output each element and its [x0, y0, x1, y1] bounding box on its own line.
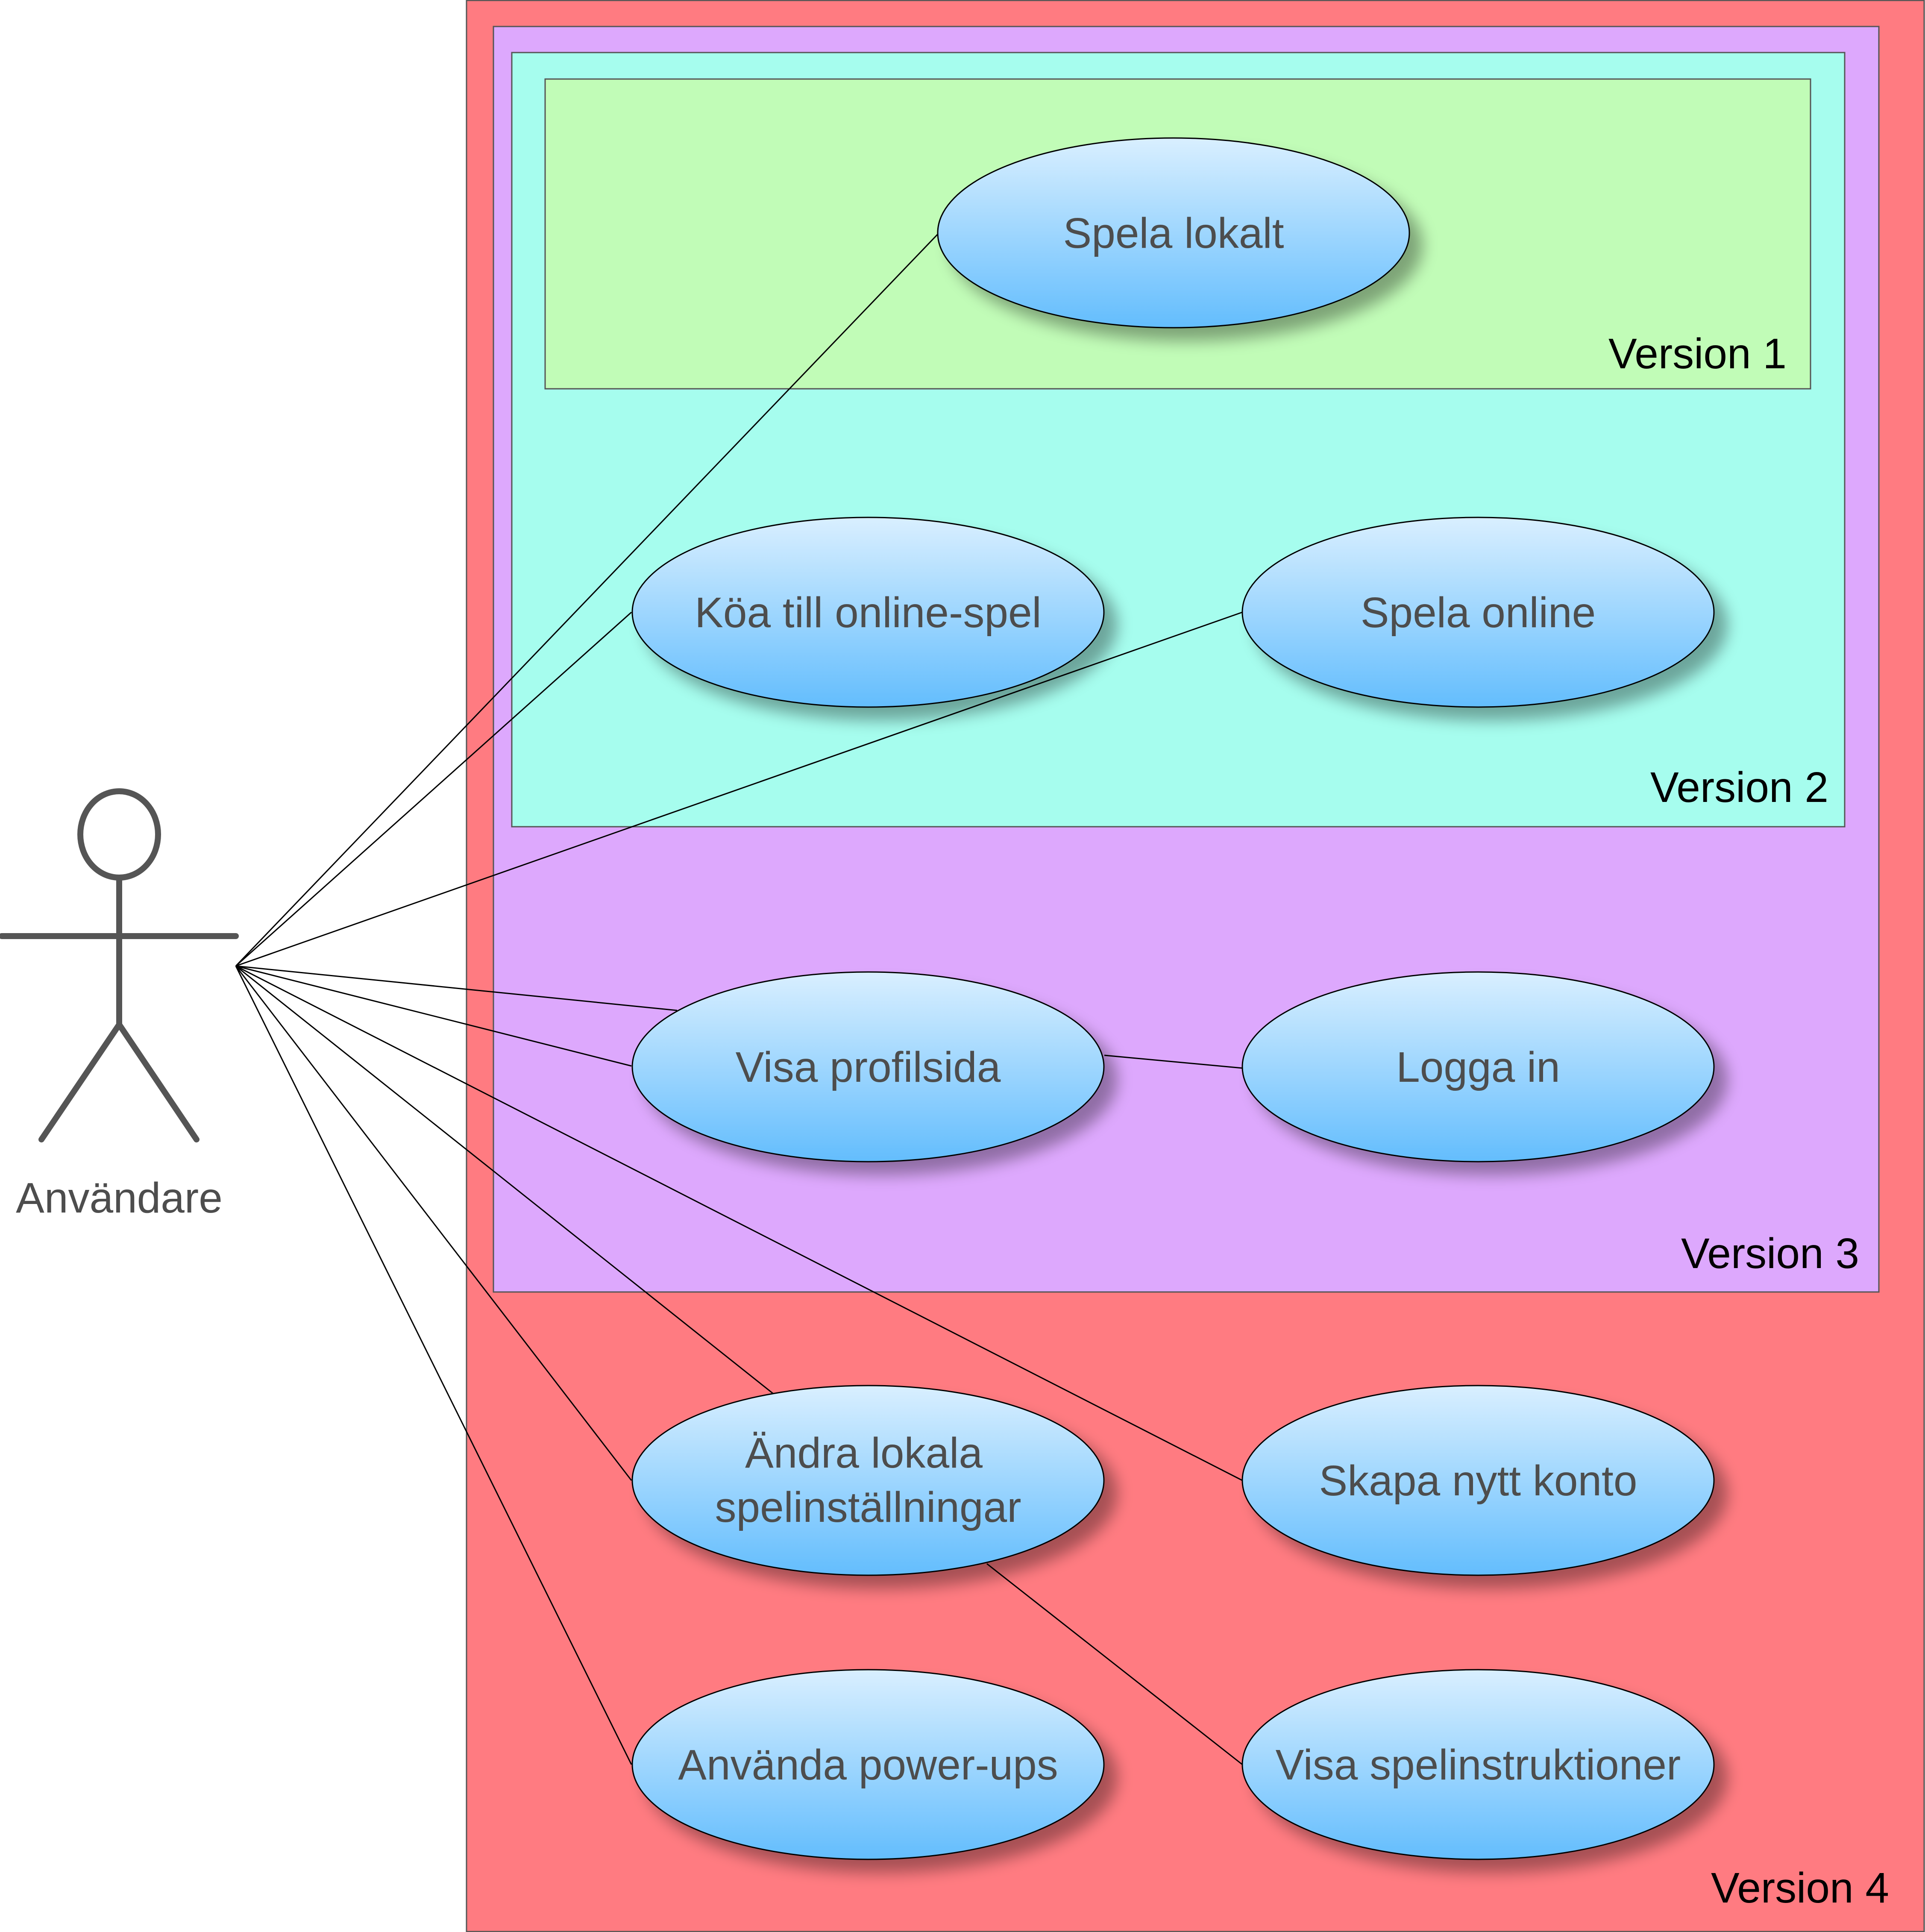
version-4-label: Version 4	[1711, 1864, 1889, 1912]
use-case-skapa-konto[interactable]: Skapa nytt konto	[1241, 1385, 1715, 1576]
use-case-ellipse	[937, 137, 1410, 329]
version-3-label: Version 3	[1681, 1230, 1859, 1277]
use-case-spela-lokalt[interactable]: Spela lokalt	[937, 137, 1410, 329]
version-1-label: Version 1	[1608, 330, 1787, 378]
use-case-ellipse	[1241, 517, 1715, 708]
assoc-installningar-instruktioner	[986, 1563, 1243, 1765]
assoc-andra-installningar	[235, 966, 632, 1481]
assoc-skapa-konto	[235, 965, 1243, 1481]
use-case-logga-in[interactable]: Logga in	[1241, 971, 1715, 1163]
actor-stick-figure-icon	[0, 788, 239, 1142]
use-case-visa-instruktioner[interactable]: Visa spelinstruktioner	[1241, 1669, 1715, 1860]
use-case-label: Skapa nytt konto	[1319, 1457, 1637, 1505]
use-case-koa-online[interactable]: Köa till online-spel	[631, 517, 1105, 708]
assoc-andra-installningar-top	[235, 965, 774, 1395]
use-case-anvanda-powerups[interactable]: Använda power-ups	[631, 1669, 1105, 1860]
use-case-label: Spela lokalt	[1063, 209, 1284, 257]
actor-right-leg	[116, 1022, 200, 1142]
use-case-ellipse	[631, 971, 1105, 1163]
use-case-label: Visa spelinstruktioner	[1276, 1741, 1681, 1789]
assoc-spela-online	[235, 611, 1243, 967]
use-case-andra-installningar[interactable]: Ändra lokala spelinställningar	[631, 1385, 1105, 1576]
use-case-visa-profilsida[interactable]: Visa profilsida	[631, 971, 1105, 1163]
version-2-label: Version 2	[1650, 763, 1828, 811]
assoc-visa-profilsida-top	[235, 965, 678, 1011]
assoc-anvanda-powerups	[235, 966, 632, 1765]
use-case-ellipse	[1241, 1385, 1715, 1576]
use-case-ellipse	[631, 1385, 1105, 1576]
assoc-koa-online	[235, 611, 632, 967]
assoc-profil-logga-in	[1104, 1054, 1243, 1069]
actor-left-leg	[38, 1022, 122, 1142]
use-case-label-line-1: Ändra lokala	[745, 1429, 983, 1477]
use-case-ellipse	[631, 1669, 1105, 1860]
use-case-label-line-2: spelinställningar	[715, 1483, 1021, 1531]
assoc-visa-profilsida	[235, 965, 632, 1067]
use-case-ellipse	[631, 517, 1105, 708]
use-case-label: Spela online	[1361, 589, 1596, 637]
use-case-ellipse	[1241, 1669, 1715, 1860]
use-case-ellipse	[1241, 971, 1715, 1163]
actor-head	[77, 788, 161, 881]
use-case-label: Visa profilsida	[736, 1043, 1001, 1091]
association-lines	[235, 232, 1243, 1765]
use-case-label: Köa till online-spel	[695, 589, 1042, 637]
use-case-label: Använda power-ups	[678, 1741, 1058, 1789]
assoc-spela-lokalt	[235, 232, 940, 967]
actor-label: Användare	[16, 1174, 223, 1222]
use-case-spela-online[interactable]: Spela online	[1241, 517, 1715, 708]
use-case-label: Logga in	[1396, 1043, 1560, 1091]
